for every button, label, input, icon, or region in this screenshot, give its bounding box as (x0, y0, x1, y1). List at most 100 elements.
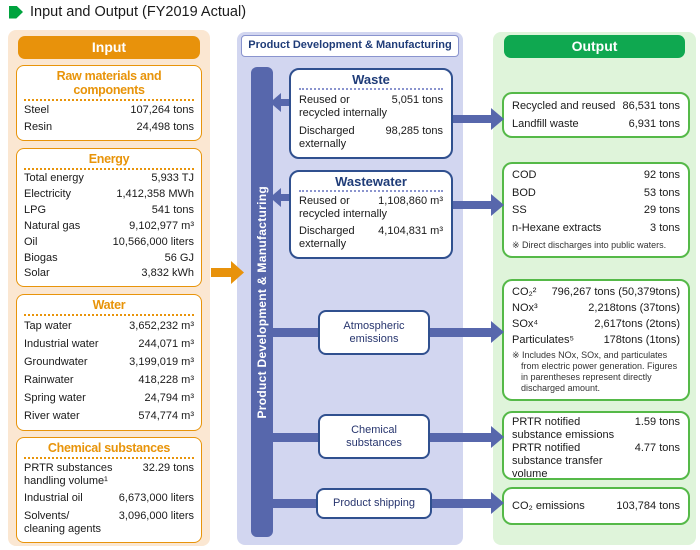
row-value: 53 tons (643, 186, 680, 199)
data-row: Solar 3,832 kWh (24, 267, 194, 280)
output-box-prtr: PRTR notified substance emissions 1.59 t… (502, 411, 690, 480)
box-title: Waste (299, 72, 443, 90)
arrow-input-to-process (211, 268, 233, 277)
row-value: 103,784 tons (616, 499, 680, 512)
data-row: Electricity 1,412,358 MWh (24, 188, 194, 201)
row-value: 24,498 tons (136, 121, 195, 133)
data-row: Discharged externally 4,104,831 m³ (299, 225, 443, 251)
data-row: Groundwater 3,199,019 m³ (24, 356, 194, 369)
data-row: PRTR notified substance emissions 1.59 t… (512, 416, 680, 442)
row-value: 29 tons (643, 204, 680, 217)
data-row: COD 92 tons (512, 169, 680, 182)
row-value: 3 tons (650, 222, 680, 235)
data-row: Industrial water 244,071 m³ (24, 338, 194, 351)
process-box-waste: Waste Reused or recycled internally 5,05… (289, 68, 453, 159)
input-section-raw-materials: Raw materials and components Steel 107,2… (16, 65, 202, 141)
row-value: 98,285 tons (385, 124, 444, 137)
row-value: 1.59 tons (634, 416, 680, 428)
row-label: NOx³ (512, 301, 538, 314)
output-box-atmospheric: CO₂² 796,267 tons (50,379tons) NOx³ 2,21… (502, 279, 690, 401)
row-label: Reused or recycled internally (299, 195, 388, 220)
input-section-energy: Energy Total energy 5,933 TJ Electricity… (16, 148, 202, 287)
row-label: PRTR substances handling volume¹ (24, 462, 113, 488)
row-value: 3,199,019 m³ (129, 355, 194, 368)
row-value: 244,071 m³ (138, 337, 194, 350)
process-vertical-bar: Product Development & Manufacturing (251, 67, 273, 537)
process-node-chemical-substances: Chemical substances (318, 414, 430, 459)
row-label: Electricity (24, 188, 72, 201)
row-value: 10,566,000 liters (112, 235, 194, 248)
row-value: 2,617tons (2tons) (594, 317, 680, 330)
node-label: Product shipping (333, 497, 415, 509)
row-label: LPG (24, 204, 47, 217)
section-title: Raw materials and components (24, 68, 194, 101)
input-header: Input (18, 36, 200, 59)
row-label: PRTR notified substance emissions (512, 416, 615, 441)
row-label: n-Hexane extracts (512, 222, 602, 235)
row-label: Particulates⁵ (512, 334, 575, 347)
data-row: Industrial oil 6,673,000 liters (24, 492, 194, 505)
row-label: Groundwater (24, 355, 88, 368)
row-value: 3,652,232 m³ (129, 319, 194, 332)
process-node-atmospheric-emissions: Atmospheric emissions (318, 310, 430, 355)
row-value: 32.29 tons (142, 462, 194, 475)
data-row: CO₂ emissions 103,784 tons (512, 500, 680, 513)
input-section-water: Water Tap water 3,652,232 m³ Industrial … (16, 294, 202, 431)
row-label: Solar (24, 267, 50, 280)
data-row: Reused or recycled internally 1,108,860 … (299, 195, 443, 221)
row-label: Spring water (24, 392, 86, 405)
arrow-waste-to-output (453, 115, 492, 123)
data-row: CO₂² 796,267 tons (50,379tons) (512, 286, 680, 299)
data-row: Spring water 24,794 m³ (24, 392, 194, 405)
row-value: 56 GJ (164, 251, 194, 264)
row-value: 4.77 tons (634, 442, 680, 454)
row-label: Tap water (24, 319, 72, 332)
data-row: Rainwater 418,228 m³ (24, 374, 194, 387)
data-row: Steel 107,264 tons (24, 104, 194, 117)
row-label: Steel (24, 104, 50, 116)
data-row: Recycled and reused 86,531 tons (512, 100, 680, 113)
row-label: Reused or recycled internally (299, 93, 388, 119)
process-bar-label: Product Development & Manufacturing (255, 185, 269, 419)
row-value: 6,931 tons (628, 117, 680, 130)
row-value: 5,051 tons (391, 93, 443, 106)
row-value: 3,096,000 liters (118, 509, 194, 522)
row-value: 6,673,000 liters (118, 492, 194, 505)
footnote: ※ Direct discharges into public waters. (512, 239, 667, 250)
data-row: Discharged externally 98,285 tons (299, 125, 443, 151)
arrow-waste-to-bar-head (270, 93, 281, 112)
node-label: Chemical substances (346, 423, 402, 449)
data-row: Particulates⁵ 178tons (1tons) (512, 334, 680, 347)
input-section-chemical-substances: Chemical substances PRTR substances hand… (16, 437, 202, 543)
data-row: SS 29 tons (512, 204, 680, 217)
row-label: CO₂² (512, 285, 537, 298)
data-row: NOx³ 2,218tons (37tons) (512, 302, 680, 315)
row-value: 24,794 m³ (144, 392, 194, 405)
row-label: Resin (24, 121, 53, 133)
data-row: Solvents/ cleaning agents 3,096,000 lite… (24, 510, 194, 536)
process-node-product-shipping: Product shipping (316, 488, 432, 519)
row-label: Industrial oil (24, 492, 83, 505)
box-title: Wastewater (299, 174, 443, 192)
data-row: n-Hexane extracts 3 tons (512, 222, 680, 235)
row-label: BOD (512, 186, 536, 199)
page-title-text: Input and Output (FY2019 Actual) (30, 4, 247, 20)
arrow-wastewater-to-bar (280, 194, 290, 201)
row-label: Oil (24, 235, 38, 248)
output-box-co2-shipping: CO₂ emissions 103,784 tons (502, 487, 690, 525)
data-row: Total energy 5,933 TJ (24, 172, 194, 185)
row-label: Industrial water (24, 337, 99, 350)
process-header: Product Development & Manufacturing (241, 35, 459, 57)
row-label: SOx⁴ (512, 317, 539, 330)
row-value: 541 tons (151, 204, 194, 217)
data-row: PRTR substances handling volume¹ 32.29 t… (24, 462, 194, 488)
row-value: 796,267 tons (50,379tons) (551, 285, 680, 298)
row-label: Natural gas (24, 219, 81, 232)
row-label: Biogas (24, 251, 58, 264)
arrow-wastewater-to-bar-head (270, 188, 281, 207)
output-box-waste: Recycled and reused 86,531 tons Landfill… (502, 92, 690, 138)
row-value: 178tons (1tons) (603, 334, 680, 347)
row-label: Discharged externally (299, 225, 355, 250)
row-label: PRTR notified substance transfer volume (512, 442, 603, 480)
section-title: Energy (24, 151, 194, 170)
